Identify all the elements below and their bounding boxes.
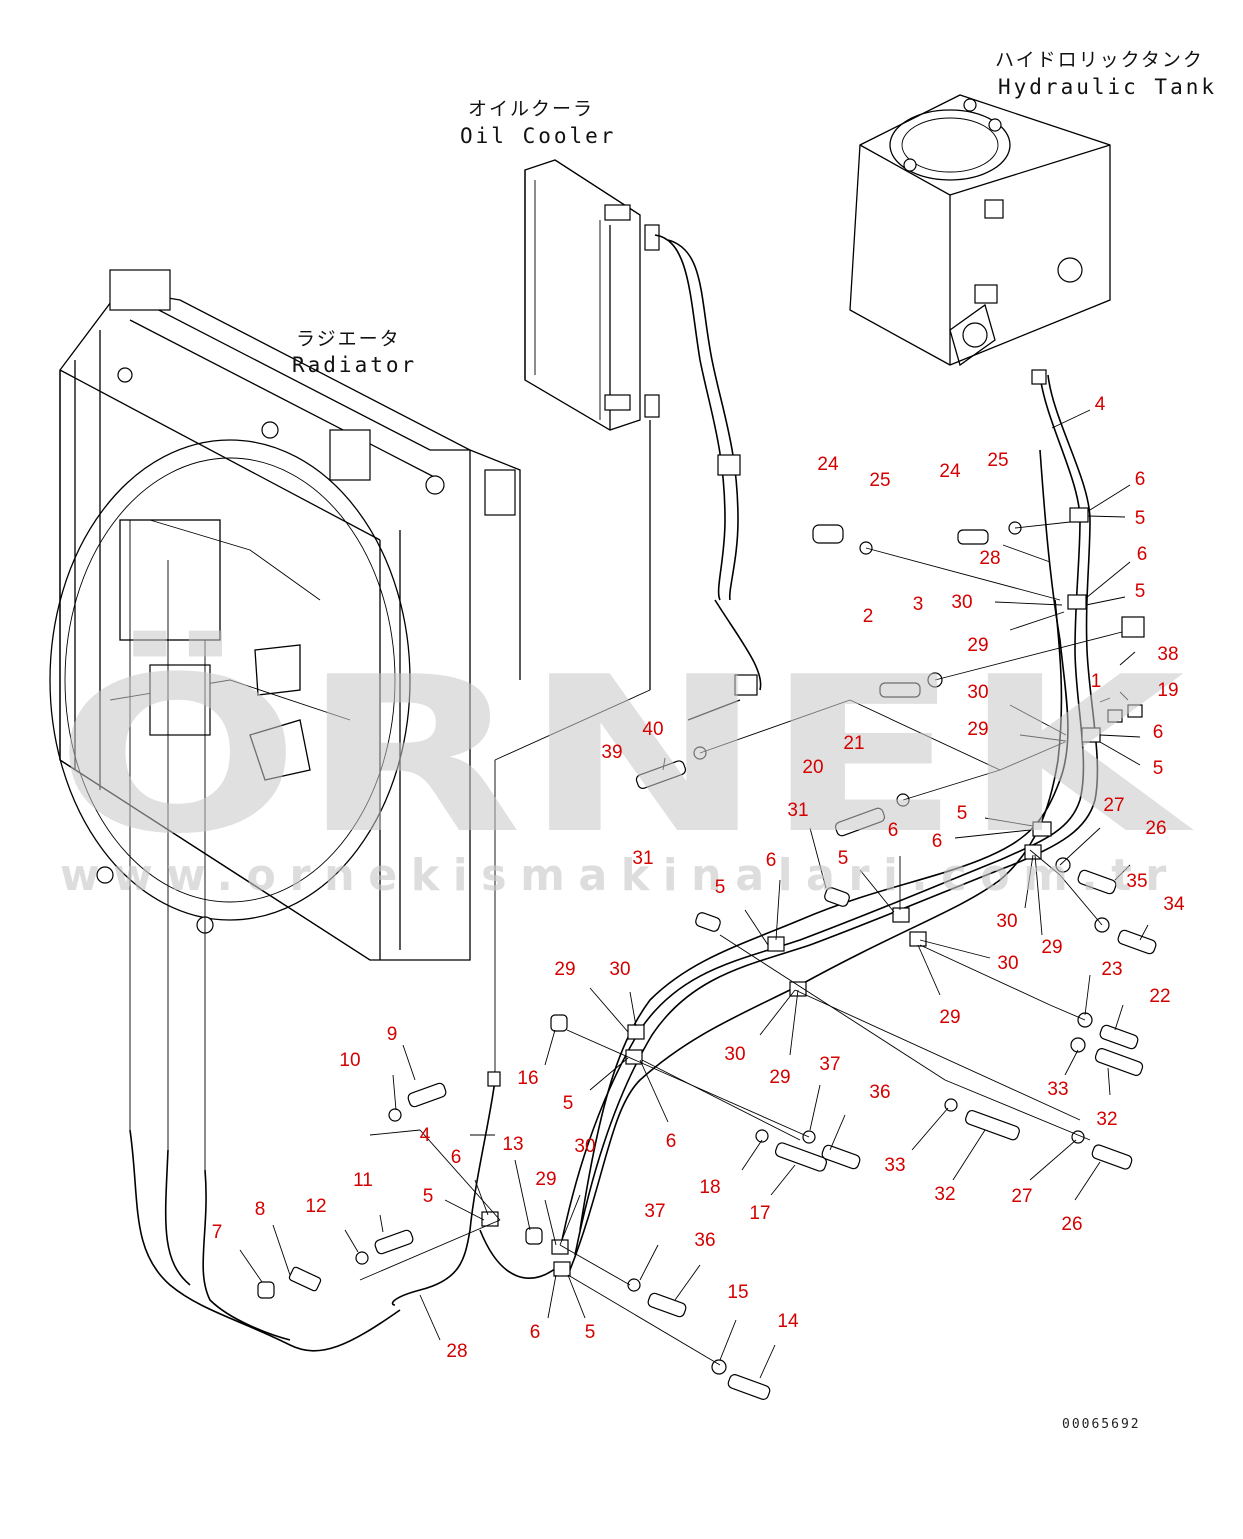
callout: 30	[951, 592, 972, 613]
radiator-drawing	[49, 269, 521, 1170]
callout: 34	[1163, 894, 1185, 915]
callout: 5	[1135, 508, 1146, 529]
callout: 8	[255, 1199, 266, 1220]
watermark-url: www.ornekismakinalari.com.tr	[60, 850, 1180, 901]
callout: 9	[387, 1024, 398, 1045]
callout: 27	[1011, 1186, 1032, 1207]
callout: 22	[1149, 986, 1170, 1007]
callout: 4	[420, 1125, 431, 1146]
callout: 6	[1153, 722, 1164, 743]
callout: 30	[996, 911, 1017, 932]
callout: 15	[727, 1282, 748, 1303]
callout: 36	[694, 1230, 715, 1251]
callout: 28	[979, 548, 1000, 569]
callout: 30	[574, 1136, 595, 1157]
callout: 24	[817, 454, 839, 475]
callout: 26	[1061, 1214, 1082, 1235]
callout: 29	[554, 959, 575, 980]
callout: 25	[869, 470, 890, 491]
callout: 6	[932, 831, 943, 852]
callout: 3	[913, 594, 924, 615]
hardware-parts	[257, 521, 1157, 1400]
callout: 5	[838, 848, 849, 869]
oil-cooler-drawing	[494, 159, 762, 1075]
callout: 17	[749, 1203, 770, 1224]
callout: 16	[517, 1068, 538, 1089]
callout: 5	[957, 803, 968, 824]
callout: 26	[1145, 818, 1166, 839]
callout: 31	[787, 800, 808, 821]
callout: 29	[535, 1169, 556, 1190]
callout: 30	[724, 1044, 745, 1065]
callout: 6	[451, 1147, 462, 1168]
callout: 6	[1135, 469, 1146, 490]
radiator-label-en: Radiator	[292, 353, 417, 377]
callout: 30	[967, 682, 988, 703]
callout: 6	[766, 850, 777, 871]
callout: 29	[769, 1067, 790, 1088]
callout: 28	[446, 1341, 467, 1362]
callout: 30	[997, 953, 1018, 974]
leader-lines	[239, 409, 1149, 1379]
callout: 37	[819, 1054, 840, 1075]
callout: 29	[1041, 937, 1062, 958]
component-labels: ハイドロリックタンク Hydraulic Tank オイルクーラ Oil Coo…	[292, 49, 1217, 377]
hose-routing	[129, 369, 1101, 1352]
callout: 7	[212, 1222, 223, 1243]
drawing-id: 00065692	[1062, 1417, 1141, 1432]
callout: 20	[802, 757, 823, 778]
callout: 6	[666, 1131, 677, 1152]
callout: 40	[642, 719, 663, 740]
oil-cooler-label-en: Oil Cooler	[460, 124, 616, 148]
callout: 36	[869, 1082, 890, 1103]
callout: 19	[1157, 680, 1178, 701]
callout: 35	[1126, 871, 1147, 892]
hydraulic-tank-label-en: Hydraulic Tank	[998, 75, 1217, 99]
callout: 29	[939, 1007, 960, 1028]
callout: 6	[1137, 544, 1148, 565]
callout: 24	[939, 461, 961, 482]
callout: 14	[777, 1311, 799, 1332]
callout: 27	[1103, 795, 1124, 816]
callout: 18	[699, 1177, 720, 1198]
callout: 31	[632, 848, 653, 869]
callout: 5	[1135, 581, 1146, 602]
callout: 25	[987, 450, 1008, 471]
watermark: ÖRNEK www.ornekismakinalari.com.tr	[55, 630, 1195, 901]
callout: 38	[1157, 644, 1178, 665]
hydraulic-tank-drawing	[849, 94, 1111, 367]
callout: 32	[1096, 1109, 1117, 1130]
callout: 37	[644, 1201, 665, 1222]
callout: 5	[715, 877, 726, 898]
callout: 6	[530, 1322, 541, 1343]
callout: 5	[423, 1186, 434, 1207]
callout: 5	[1153, 758, 1164, 779]
callout: 39	[601, 742, 622, 763]
callout: 23	[1101, 959, 1122, 980]
callout: 33	[1047, 1079, 1068, 1100]
callout: 13	[502, 1134, 523, 1155]
callout: 11	[353, 1170, 373, 1191]
callout: 21	[843, 733, 864, 754]
callout: 33	[884, 1155, 905, 1176]
callout: 2	[863, 606, 874, 627]
callout: 29	[967, 635, 988, 656]
callout: 29	[967, 719, 988, 740]
radiator-label-jp: ラジエータ	[296, 328, 401, 350]
watermark-brand: ÖRNEK	[55, 630, 1195, 881]
callout: 4	[1095, 394, 1106, 415]
callout: 10	[339, 1050, 360, 1071]
oil-cooler-label-jp: オイルクーラ	[468, 98, 594, 120]
callout: 6	[888, 820, 899, 841]
callout: 32	[934, 1184, 955, 1205]
callout: 12	[305, 1196, 326, 1217]
callout: 5	[585, 1322, 596, 1343]
callout: 5	[563, 1093, 574, 1114]
callout: 1	[1091, 671, 1102, 692]
callout: 30	[609, 959, 630, 980]
hydraulic-tank-label-jp: ハイドロリックタンク	[995, 49, 1204, 71]
callouts: 4 6 5 24 25 24 25 28 6 5 30 29 2 3 38 1 …	[212, 394, 1185, 1362]
